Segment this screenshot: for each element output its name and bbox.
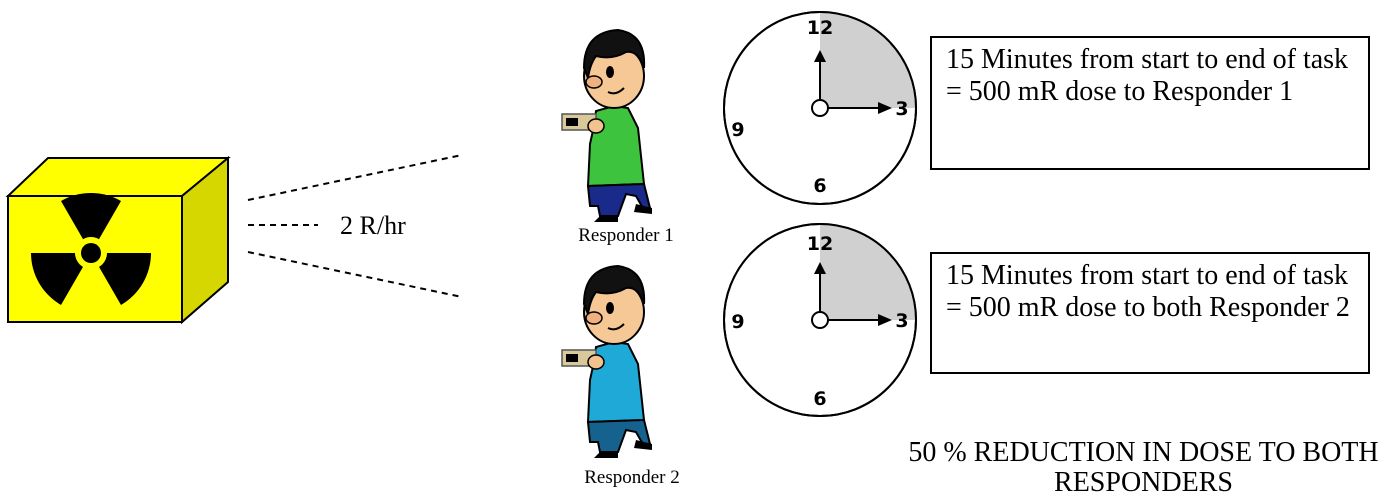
elapsed-time-wedge xyxy=(820,224,916,320)
radiation-source-box xyxy=(5,155,231,325)
clock-number-3: 3 xyxy=(895,310,908,332)
clock-number-12: 12 xyxy=(807,17,833,39)
responder-2-label: Responder 2 xyxy=(584,467,680,488)
responder-2-figure xyxy=(561,264,652,458)
clock-number-6: 6 xyxy=(813,388,826,410)
responder-1-figure xyxy=(561,28,652,222)
radiation-rays xyxy=(247,154,463,298)
elapsed-time-wedge xyxy=(820,12,916,108)
responder-1-label: Responder 1 xyxy=(578,225,674,246)
dose-note-responder-2: 15 Minutes from start to end of task = 5… xyxy=(930,252,1370,374)
dose-note-responder-1: 15 Minutes from start to end of task = 5… xyxy=(930,36,1370,170)
dose-rate-label: 2 R/hr xyxy=(340,211,406,240)
clock-1: 12 3 6 9 xyxy=(723,11,917,205)
dose-reduction-conclusion: 50 % REDUCTION IN DOSE TO BOTH RESPONDER… xyxy=(908,437,1379,498)
clock-2: 12 3 6 9 xyxy=(723,223,917,417)
clock-number-9: 9 xyxy=(731,311,744,333)
clock-number-9: 9 xyxy=(731,119,744,141)
clock-number-12: 12 xyxy=(807,233,833,255)
clock-number-6: 6 xyxy=(813,175,826,197)
radiation-trefoil-icon xyxy=(31,193,151,305)
clock-number-3: 3 xyxy=(895,98,908,120)
